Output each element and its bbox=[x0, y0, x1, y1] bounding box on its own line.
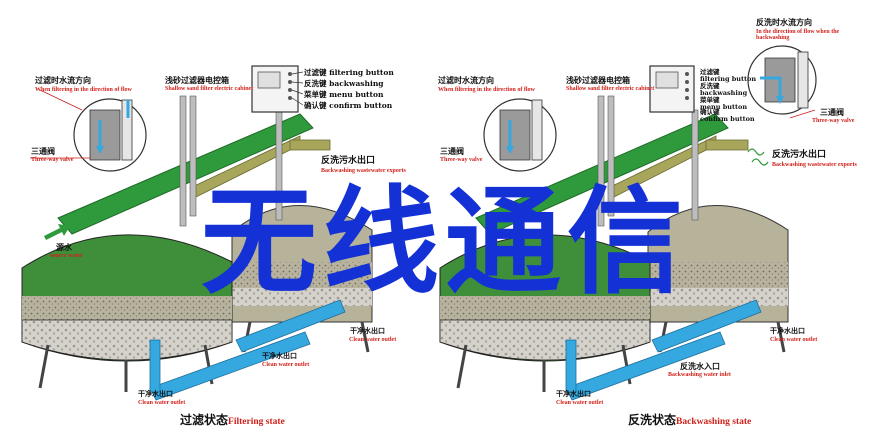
right-backwash-direction-cn: 反洗时水流方向 bbox=[756, 17, 812, 27]
left-blue-clean-pipe-upper bbox=[235, 299, 346, 353]
left-flow-direction-en: When filtering in the direction of flow bbox=[35, 87, 132, 93]
overlay-title: 无线通信 bbox=[201, 175, 689, 310]
left-clean-outlet-bottom-en: Clean water outlet bbox=[138, 400, 186, 406]
left-cabinet-cn: 浅砂过滤器电控箱 bbox=[165, 75, 229, 85]
right-clean-outlet-right-cn: 干净水出口 bbox=[770, 326, 805, 335]
right-backwash-direction-en: In the direction of flow when the backwa… bbox=[756, 29, 840, 41]
left-backwash-outlet-en: Backwashing wastewater exports bbox=[321, 168, 406, 174]
left-three-way-valve-cn: 三通阀 bbox=[31, 146, 55, 156]
right-flow-direction-en: When filtering in the direction of flow bbox=[438, 87, 535, 93]
right-backwash-outlet-cn: 反洗污水出口 bbox=[772, 150, 827, 160]
right-clean-outlet-right-en: Clean water outlet bbox=[770, 337, 818, 343]
right-state-caption: 反洗状态Backwashing state bbox=[628, 413, 752, 427]
left-blue-clean-pipe bbox=[149, 331, 311, 401]
right-panel-art bbox=[439, 45, 817, 401]
left-source-water-arrow bbox=[44, 224, 70, 240]
left-clean-outlet-right-cn: 干净水出口 bbox=[350, 326, 385, 335]
right-backwash-inlet-en: Backwashing water inlet bbox=[668, 372, 731, 378]
right-flow-direction-cn: 过滤时水流方向 bbox=[438, 75, 494, 85]
right-three-way-valve-right-en: Three-way valve bbox=[812, 118, 855, 124]
right-backwash-inlet-cn: 反洗水入口 bbox=[680, 361, 720, 371]
left-source-water-en: source water bbox=[50, 253, 83, 259]
left-button-confirm: 确认键 confirm button bbox=[304, 101, 393, 110]
left-flow-direction-cn: 过滤时水流方向 bbox=[35, 75, 91, 85]
right-three-way-valve-left-cn: 三通阀 bbox=[440, 146, 464, 156]
left-state-caption: 过滤状态Filtering state bbox=[180, 413, 285, 427]
left-clean-outlet-middle-en: Clean water outlet bbox=[262, 362, 310, 368]
right-backwash-outlet-en: Backwashing wastewater exports bbox=[772, 162, 857, 168]
left-backwash-outlet-cn: 反洗污水出口 bbox=[321, 156, 376, 166]
left-source-water-cn: 源水 bbox=[56, 242, 72, 252]
left-button-backwashing: 反洗键 backwashing bbox=[304, 79, 384, 88]
right-cabinet-cn: 浅砂过滤器电控箱 bbox=[566, 75, 630, 85]
left-button-menu: 菜单键 menu button bbox=[304, 90, 384, 99]
right-three-way-valve-right-cn: 三通阀 bbox=[820, 107, 844, 117]
right-three-way-valve-left-en: Three-way valve bbox=[440, 157, 483, 163]
left-button-filtering: 过滤键 filtering button bbox=[304, 68, 394, 77]
left-clean-outlet-bottom-cn: 干净水出口 bbox=[138, 389, 173, 398]
right-blue-clean-pipe-upper bbox=[651, 299, 762, 353]
left-cabinet-en: Shallow sand filter electric cabinet bbox=[165, 86, 254, 92]
right-clean-outlet-bottom-cn: 干净水出口 bbox=[556, 389, 591, 398]
left-panel-art bbox=[21, 65, 373, 401]
right-blue-clean-pipe bbox=[565, 331, 726, 401]
right-clean-outlet-bottom-en: Clean water outlet bbox=[556, 400, 604, 406]
right-cabinet-en: Shallow sand filter electric cabinet bbox=[566, 86, 655, 92]
left-clean-outlet-right-en: Clean water outlet bbox=[349, 337, 397, 343]
left-clean-outlet-middle-cn: 干净水出口 bbox=[262, 351, 297, 360]
left-three-way-valve-en: Three-way valve bbox=[31, 157, 74, 163]
